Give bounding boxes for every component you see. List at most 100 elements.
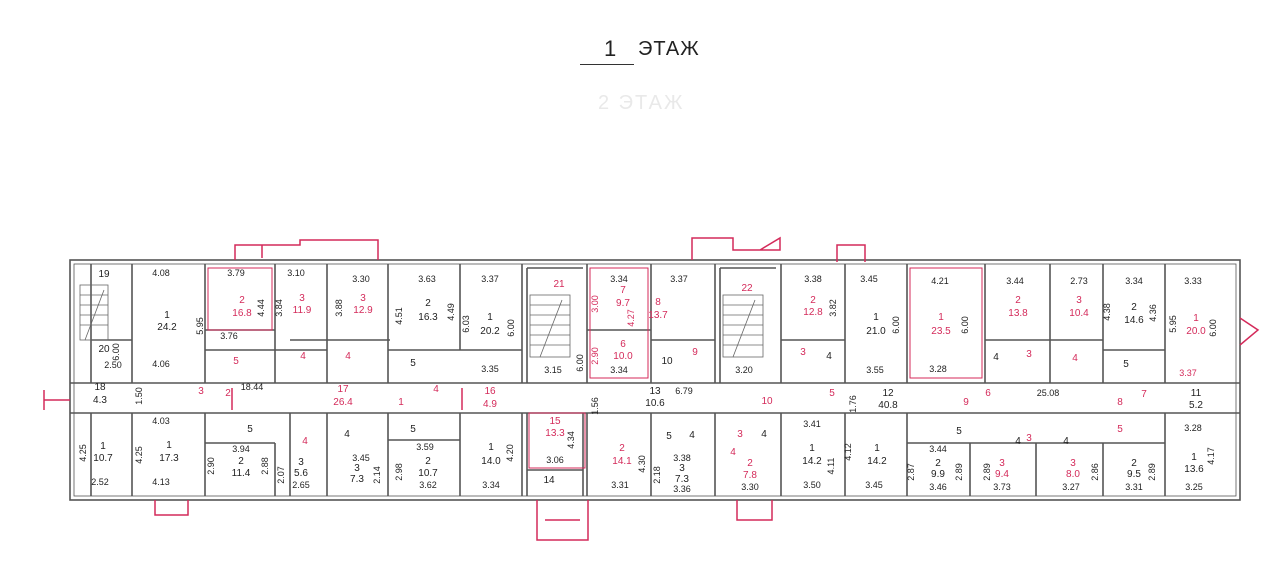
plan-label: 6.00 (506, 319, 516, 337)
plan-label: 3.30 (741, 482, 759, 492)
plan-label: 4.13 (152, 477, 170, 487)
plan-label: 4 (761, 429, 767, 440)
plan-label: 9.9 (931, 469, 945, 480)
plan-label: 2.14 (372, 466, 382, 484)
plan-label: 7 (1141, 389, 1147, 400)
ghost-text: 2 ЭТАЖ (598, 92, 685, 114)
plan-label: 5.6 (294, 468, 308, 479)
plan-label: 20.2 (480, 326, 500, 337)
plan-label: 16.3 (418, 312, 438, 323)
plan-label: 3.44 (929, 444, 947, 454)
plan-label: 3.28 (1184, 423, 1202, 433)
plan-label: 40.8 (878, 400, 898, 411)
plan-label: 7 (620, 285, 626, 296)
plan-label: 4.06 (152, 359, 170, 369)
plan-label: 2 (225, 388, 231, 399)
plan-label: 3.45 (860, 274, 878, 284)
plan-label: 17.3 (159, 453, 179, 464)
walls (69, 259, 1241, 501)
plan-label: 21 (553, 279, 565, 290)
plan-label: 4.12 (843, 443, 853, 461)
plan-label: 2.89 (982, 463, 992, 481)
plan-label: 4.17 (1206, 447, 1216, 465)
plan-label: 3.46 (929, 482, 947, 492)
stair-west (79, 284, 109, 341)
plan-label: 14.0 (481, 456, 501, 467)
plan-label: 4.51 (394, 307, 404, 325)
plan-label: 3 (298, 457, 304, 468)
plan-label: 4.30 (637, 455, 647, 473)
plan-label: 3.38 (804, 274, 822, 284)
plan-label: 3.28 (929, 364, 947, 374)
plan-label: 3 (999, 458, 1005, 469)
plan-label: 3 (1026, 349, 1032, 360)
zone-room-1-23-5 (909, 267, 983, 379)
plan-label: 3.31 (611, 480, 629, 490)
plan-label: 2.87 (906, 463, 916, 481)
plan-label: 1 (938, 312, 944, 323)
plan-label: 3.88 (334, 299, 344, 317)
plan-label: 3.25 (1185, 482, 1203, 492)
plan-label: 5 (829, 388, 835, 399)
plan-label: 3.50 (803, 480, 821, 490)
plan-label: 2 (619, 443, 625, 454)
plan-label: 3.44 (1006, 276, 1024, 286)
plan-label: 3.10 (287, 268, 305, 278)
plan-label: 3 (1070, 458, 1076, 469)
plan-label: 3.94 (232, 444, 250, 454)
plan-label: 5 (1117, 424, 1123, 435)
plan-label: 2.89 (1147, 463, 1157, 481)
plan-label: 10 (761, 396, 773, 407)
plan-label: 4.36 (1148, 304, 1158, 322)
plan-label: 6.00 (111, 343, 121, 361)
plan-label: 1 (100, 441, 106, 452)
plan-label: 3 (354, 463, 360, 474)
plan-label: 10.6 (645, 398, 665, 409)
plan-label: 8 (655, 297, 661, 308)
plan-label: 3.37 (1179, 368, 1197, 378)
plan-label: 20.0 (1186, 326, 1206, 337)
plan-label: 4 (300, 351, 306, 362)
plan-label: 9.4 (995, 469, 1009, 480)
plan-label: 4.03 (152, 416, 170, 426)
plan-label: 3.00 (590, 295, 600, 313)
outer-wall (69, 259, 1241, 501)
plan-label: 13.6 (1184, 464, 1204, 475)
plan-label: 3.34 (482, 480, 500, 490)
plan-label: 3.36 (673, 484, 691, 494)
floor-word: ЭТАЖ (638, 38, 700, 60)
plan-label: 21.0 (866, 326, 886, 337)
plan-label: 4.25 (134, 446, 144, 464)
floor-number: 1 (604, 36, 617, 61)
plan-label: 3.35 (481, 364, 499, 374)
plan-label: 10 (661, 356, 673, 367)
plan-label: 8.0 (1066, 469, 1080, 480)
plan-label: 24.2 (157, 322, 177, 333)
plan-label: 2 (425, 298, 431, 309)
plan-label: 4.34 (566, 431, 576, 449)
plan-label: 3.33 (1184, 276, 1202, 286)
plan-label: 2.73 (1070, 276, 1088, 286)
plan-label: 14.6 (1124, 315, 1144, 326)
plan-label: 3.34 (1125, 276, 1143, 286)
plan-label: 2 (1131, 302, 1137, 313)
entrance-bottom-west (154, 500, 189, 516)
plan-label: 3 (1026, 433, 1032, 444)
plan-label: 1.56 (590, 397, 600, 415)
plan-label: 8 (1117, 397, 1123, 408)
entrance-top-east (836, 244, 866, 262)
plan-label: 4 (826, 351, 832, 362)
plan-label: 4 (689, 430, 695, 441)
plan-label: 16 (484, 386, 496, 397)
plan-label: 2 (425, 456, 431, 467)
plan-label: 3 (800, 347, 806, 358)
plan-label: 3.31 (1125, 482, 1143, 492)
plan-label: 6.00 (891, 316, 901, 334)
plan-label: 1 (488, 442, 494, 453)
plan-label: 6 (620, 339, 626, 350)
entrance-top-center (691, 236, 781, 260)
plan-label: 3 (198, 386, 204, 397)
plan-label: 6.79 (675, 386, 693, 396)
